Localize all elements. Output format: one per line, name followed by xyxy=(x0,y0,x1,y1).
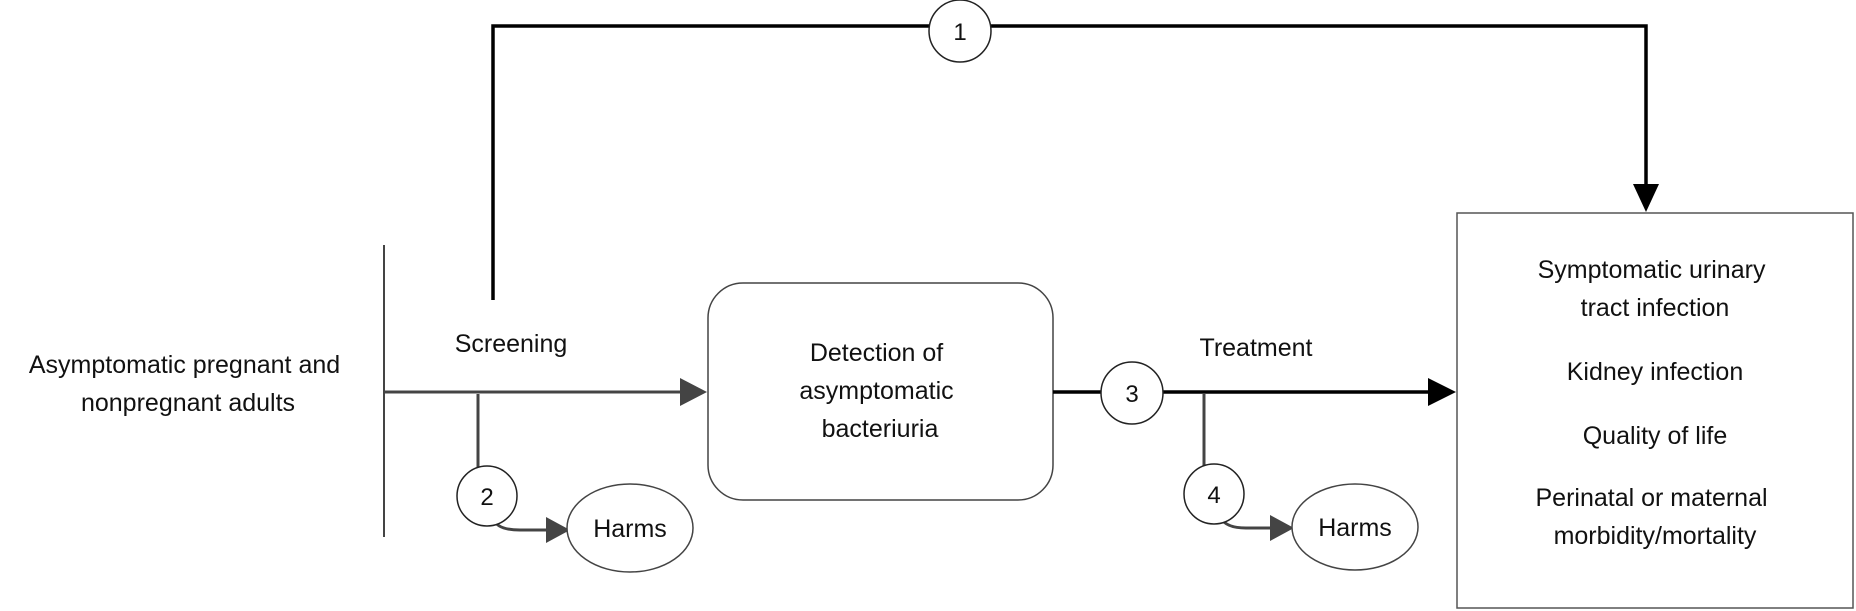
kq1-overarching-arrow xyxy=(491,24,1648,300)
screening-label: Screening xyxy=(455,330,568,358)
kq3-circle xyxy=(1100,361,1164,425)
kq2-number: 2 xyxy=(480,484,493,511)
population-label: Asymptomatic pregnant and nonpregnant ad… xyxy=(29,351,347,417)
harms-2-ellipse xyxy=(1291,483,1419,571)
kq4-harms-arrowhead xyxy=(1270,515,1294,541)
harms-1-label: Harms xyxy=(593,515,667,543)
kq1-circle xyxy=(928,0,992,63)
outcome-symptomatic-uti: Symptomatic urinary tract infection xyxy=(1538,256,1773,322)
kq3-number: 3 xyxy=(1125,381,1138,408)
outcomes-box xyxy=(1456,212,1854,609)
kq2-harms-arrowhead xyxy=(546,517,570,543)
kq4-circle xyxy=(1183,463,1245,525)
detection-label: Detection of asymptomatic bacteriuria xyxy=(799,339,960,443)
screening-arrowhead xyxy=(680,378,707,406)
kq1-arrowhead xyxy=(1633,184,1659,212)
outcome-kidney-infection: Kidney infection xyxy=(1567,358,1744,386)
kq1-number: 1 xyxy=(953,19,966,46)
harms-1-ellipse xyxy=(566,483,694,573)
treatment-label: Treatment xyxy=(1199,334,1312,362)
kq4-number: 4 xyxy=(1207,482,1220,509)
harms-2-label: Harms xyxy=(1318,514,1392,542)
outcome-quality-of-life: Quality of life xyxy=(1583,422,1728,450)
outcome-perinatal-maternal: Perinatal or maternal morbidity/mortalit… xyxy=(1535,484,1774,550)
kq2-circle xyxy=(456,465,518,527)
treatment-arrowhead xyxy=(1428,378,1456,406)
